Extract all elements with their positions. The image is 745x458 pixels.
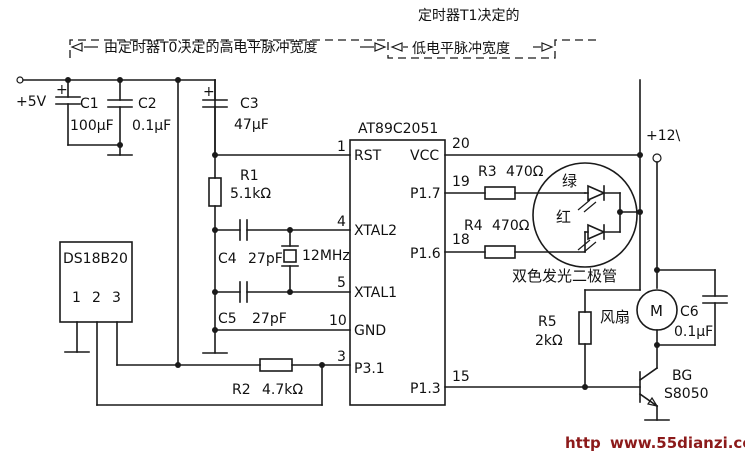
c6-value: 0.1μF <box>674 324 713 340</box>
watermark-site: www.55dianzi.com <box>610 434 745 452</box>
pin-p16: P1.6 <box>410 246 441 262</box>
capacitor-c3: + <box>202 79 228 156</box>
transistor-bg <box>444 344 670 421</box>
c2-value: 0.1μF <box>132 118 171 134</box>
vcc12-label: +12\ <box>646 128 681 144</box>
low-pulse-width-label: 低电平脉冲宽度 <box>412 40 510 57</box>
c1-name: C1 <box>80 96 99 112</box>
c3-value: 47μF <box>234 117 269 133</box>
sensor-pin-1: 1 <box>72 290 81 306</box>
r1-name: R1 <box>240 168 259 184</box>
pin-5-number: 5 <box>337 275 346 291</box>
pin-3-number: 3 <box>337 349 346 365</box>
led-red-label: 红 <box>556 208 571 226</box>
r1-value: 5.1kΩ <box>230 186 271 202</box>
r2-name: R2 <box>232 382 251 398</box>
r3-value: 470Ω <box>506 164 544 180</box>
capacitor-c1: + <box>55 79 121 146</box>
r4-name: R4 <box>464 218 483 234</box>
resistor-r5 <box>578 311 592 390</box>
vcc12-terminal <box>652 153 716 273</box>
svg-text:+: + <box>203 84 215 100</box>
led-resistors <box>444 186 586 259</box>
vcc-pin-wiring <box>444 79 643 313</box>
r4-value: 470Ω <box>492 218 530 234</box>
pin-vcc: VCC <box>410 148 439 164</box>
c4-name: C4 <box>218 251 237 267</box>
crystal-value: 12MHz <box>302 248 350 264</box>
fan-label: 风扇 <box>600 308 630 326</box>
pin-18-number: 18 <box>452 232 470 248</box>
c4-value: 27pF <box>248 251 283 267</box>
capacitor-c2 <box>107 79 133 156</box>
pin-20-number: 20 <box>452 136 470 152</box>
c6-name: C6 <box>680 304 699 320</box>
crystal-12mhz <box>281 229 299 293</box>
pin-1-number: 1 <box>337 139 346 155</box>
pin-xtal1: XTAL1 <box>354 285 397 301</box>
capacitor-c5 <box>212 281 351 303</box>
transistor-name: BG <box>672 368 692 384</box>
sensor-name: DS18B20 <box>63 251 128 267</box>
t1-label-line1: 定时器T1决定的 <box>418 8 519 24</box>
sensor-pin-3: 3 <box>112 290 121 306</box>
watermark-prefix: http <box>565 434 601 452</box>
c5-value: 27pF <box>252 311 287 327</box>
bicolor-led <box>532 162 643 268</box>
mcu-ground <box>202 327 351 354</box>
fan-motor: M <box>636 269 716 348</box>
mcu-name: AT89C2051 <box>358 121 438 137</box>
r5-name: R5 <box>538 314 557 330</box>
c2-name: C2 <box>138 96 157 112</box>
c1-value: 100μF <box>70 118 114 134</box>
pin-rst: RST <box>354 148 382 164</box>
pin-15-number: 15 <box>452 369 470 385</box>
pin-p31: P3.1 <box>354 361 385 377</box>
pin-xtal2: XTAL2 <box>354 223 397 239</box>
led-green-label: 绿 <box>562 172 577 190</box>
vcc5-label: +5V <box>16 94 47 110</box>
pin-p17: P1.7 <box>410 186 441 202</box>
capacitor-c6 <box>702 269 728 346</box>
r3-name: R3 <box>478 164 497 180</box>
sensor-pin-2: 2 <box>92 290 101 306</box>
pin-gnd: GND <box>354 323 386 339</box>
transistor-part: S8050 <box>664 386 709 402</box>
motor-symbol: M <box>650 302 663 320</box>
r2-value: 4.7kΩ <box>262 382 303 398</box>
capacitor-c4 <box>212 219 351 241</box>
pin-p13: P1.3 <box>410 381 441 397</box>
r5-value: 2kΩ <box>535 333 563 349</box>
sensor-wiring <box>64 321 351 406</box>
pin-4-number: 4 <box>337 214 346 230</box>
pin-19-number: 19 <box>452 174 470 190</box>
high-pulse-width-label: 由定时器T0决定的高电平脉冲宽度 <box>104 39 317 56</box>
pin-10-number: 10 <box>329 313 347 329</box>
led-label: 双色发光二极管 <box>512 267 617 285</box>
c5-name: C5 <box>218 311 237 327</box>
mcu-body <box>349 139 446 406</box>
c3-name: C3 <box>240 96 259 112</box>
svg-text:+: + <box>56 82 68 98</box>
ds18b20-body <box>59 241 133 323</box>
pulse-annotation <box>69 39 600 59</box>
